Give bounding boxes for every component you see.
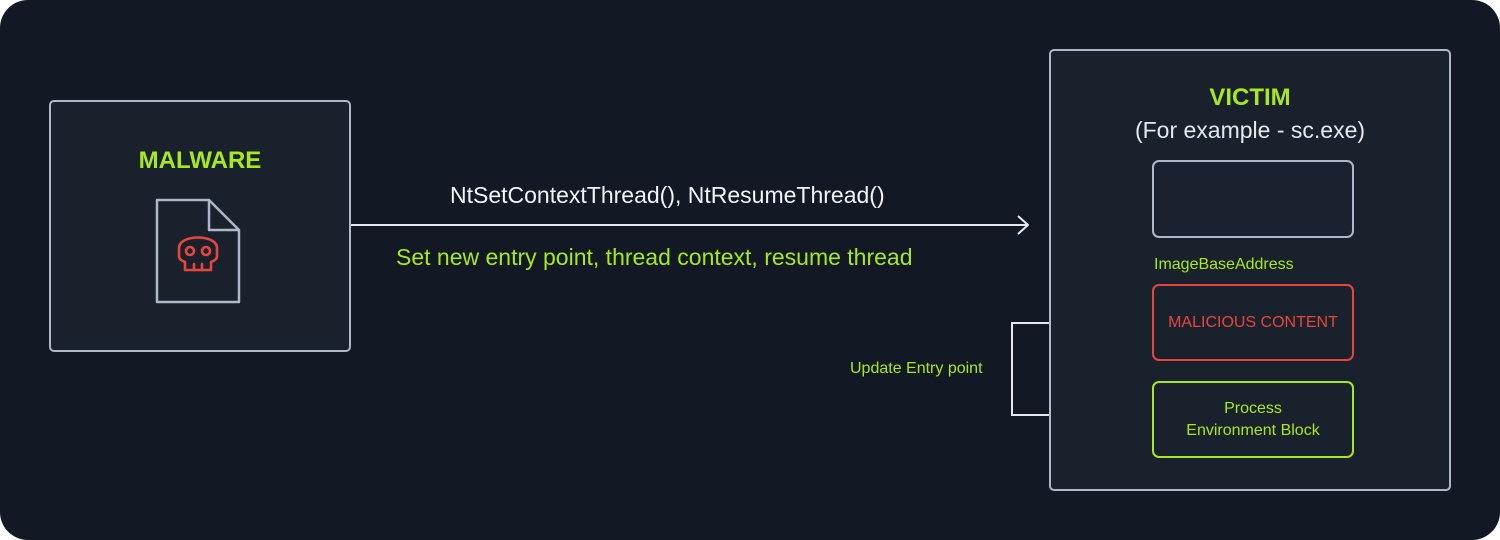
update-entry-label: Update Entry point bbox=[850, 360, 983, 377]
api-call-label: NtSetContextThread(), NtResumeThread() bbox=[450, 182, 885, 208]
peb-box: Process Environment Block bbox=[1152, 381, 1354, 458]
main-call-arrow bbox=[351, 215, 1029, 235]
image-base-label: ImageBaseAddress bbox=[1154, 256, 1294, 273]
malware-box: MALWARE bbox=[49, 100, 351, 352]
image-base-region bbox=[1152, 160, 1354, 238]
skull-file-icon bbox=[155, 198, 241, 304]
victim-box: VICTIM (For example - sc.exe) bbox=[1049, 49, 1451, 491]
peb-label-line1: Process bbox=[1224, 399, 1282, 417]
victim-subtitle: (For example - sc.exe) bbox=[1134, 117, 1366, 143]
peb-label-line2: Environment Block bbox=[1186, 421, 1320, 439]
victim-title: VICTIM bbox=[1209, 84, 1291, 111]
malicious-content-box: MALICIOUS CONTENT bbox=[1152, 284, 1354, 361]
malware-title: MALWARE bbox=[138, 147, 262, 174]
call-description-label: Set new entry point, thread context, res… bbox=[396, 244, 913, 270]
